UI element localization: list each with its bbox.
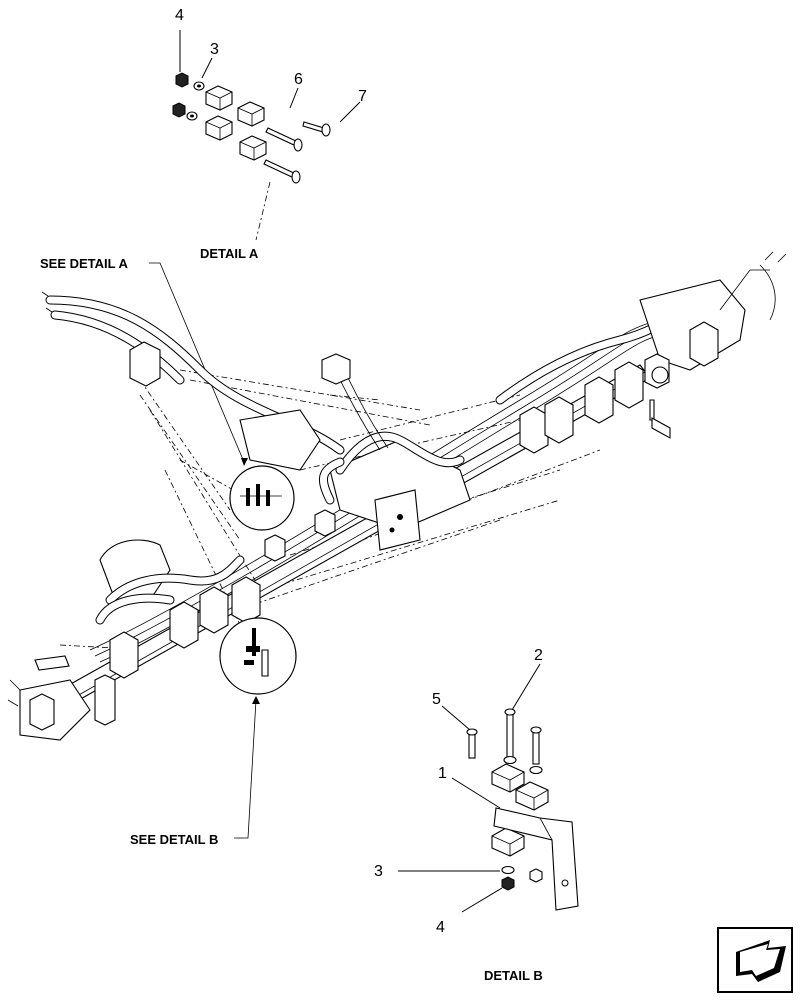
bolt-icon (466, 708, 542, 765)
washer-icon (186, 81, 205, 121)
detail-a-centerline (255, 181, 271, 241)
callout-7-a-leader (339, 101, 361, 123)
hose-clamp-block-icon (491, 763, 549, 857)
mounting-bracket (493, 807, 579, 911)
hex-nut-icon (501, 876, 515, 891)
callout-6-a-leader (289, 87, 299, 109)
see-detail-a-label: SEE DETAIL A (40, 256, 128, 271)
detail-b-assembly (398, 663, 579, 913)
center-plate (239, 409, 321, 471)
callout-4-b: 4 (436, 919, 445, 936)
callout-1-b-leader (451, 777, 501, 809)
projection-lines (59, 369, 601, 651)
callout-7-a: 7 (358, 88, 367, 105)
left-hose-housing (99, 539, 171, 601)
boom-clamp-units (109, 361, 644, 679)
callout-4-a: 4 (175, 7, 184, 24)
washer-icon (503, 755, 517, 765)
detail-b-magnifier (219, 617, 297, 695)
callout-3-b: 3 (374, 863, 383, 880)
center-block (374, 489, 421, 551)
callout-3-a: 3 (210, 41, 219, 58)
arrowhead-icon (252, 696, 260, 704)
washer-icon (529, 765, 543, 775)
callout-2-b-leader (511, 663, 541, 711)
bolt-icon (263, 121, 331, 184)
see-detail-a-leader (149, 262, 245, 463)
detail-b-title: DETAIL B (484, 968, 543, 983)
mount-bracket (129, 341, 161, 387)
washer-icon (501, 865, 515, 875)
callout-2-b: 2 (534, 647, 543, 664)
see-detail-b-leader (234, 699, 257, 839)
main-boom-assembly (7, 251, 787, 741)
detail-a-title: DETAIL A (200, 246, 259, 261)
callout-4-b-leader (461, 887, 503, 913)
callout-5-b-leader (441, 705, 471, 731)
callout-5-b: 5 (432, 691, 441, 708)
callout-3-a-leader (201, 57, 213, 79)
callout-6-a: 6 (294, 71, 303, 88)
see-detail-b-label: SEE DETAIL B (130, 832, 218, 847)
detail-a-magnifier (229, 465, 295, 531)
detail-a-assembly (172, 30, 361, 241)
hex-nut-icon (529, 868, 543, 883)
arrowhead-icon (241, 458, 248, 466)
next-page-arrow-icon[interactable] (717, 927, 793, 993)
hex-nut-icon (172, 72, 189, 118)
callout-1-b: 1 (438, 765, 447, 782)
hose-clamp-block-icon (205, 85, 267, 161)
